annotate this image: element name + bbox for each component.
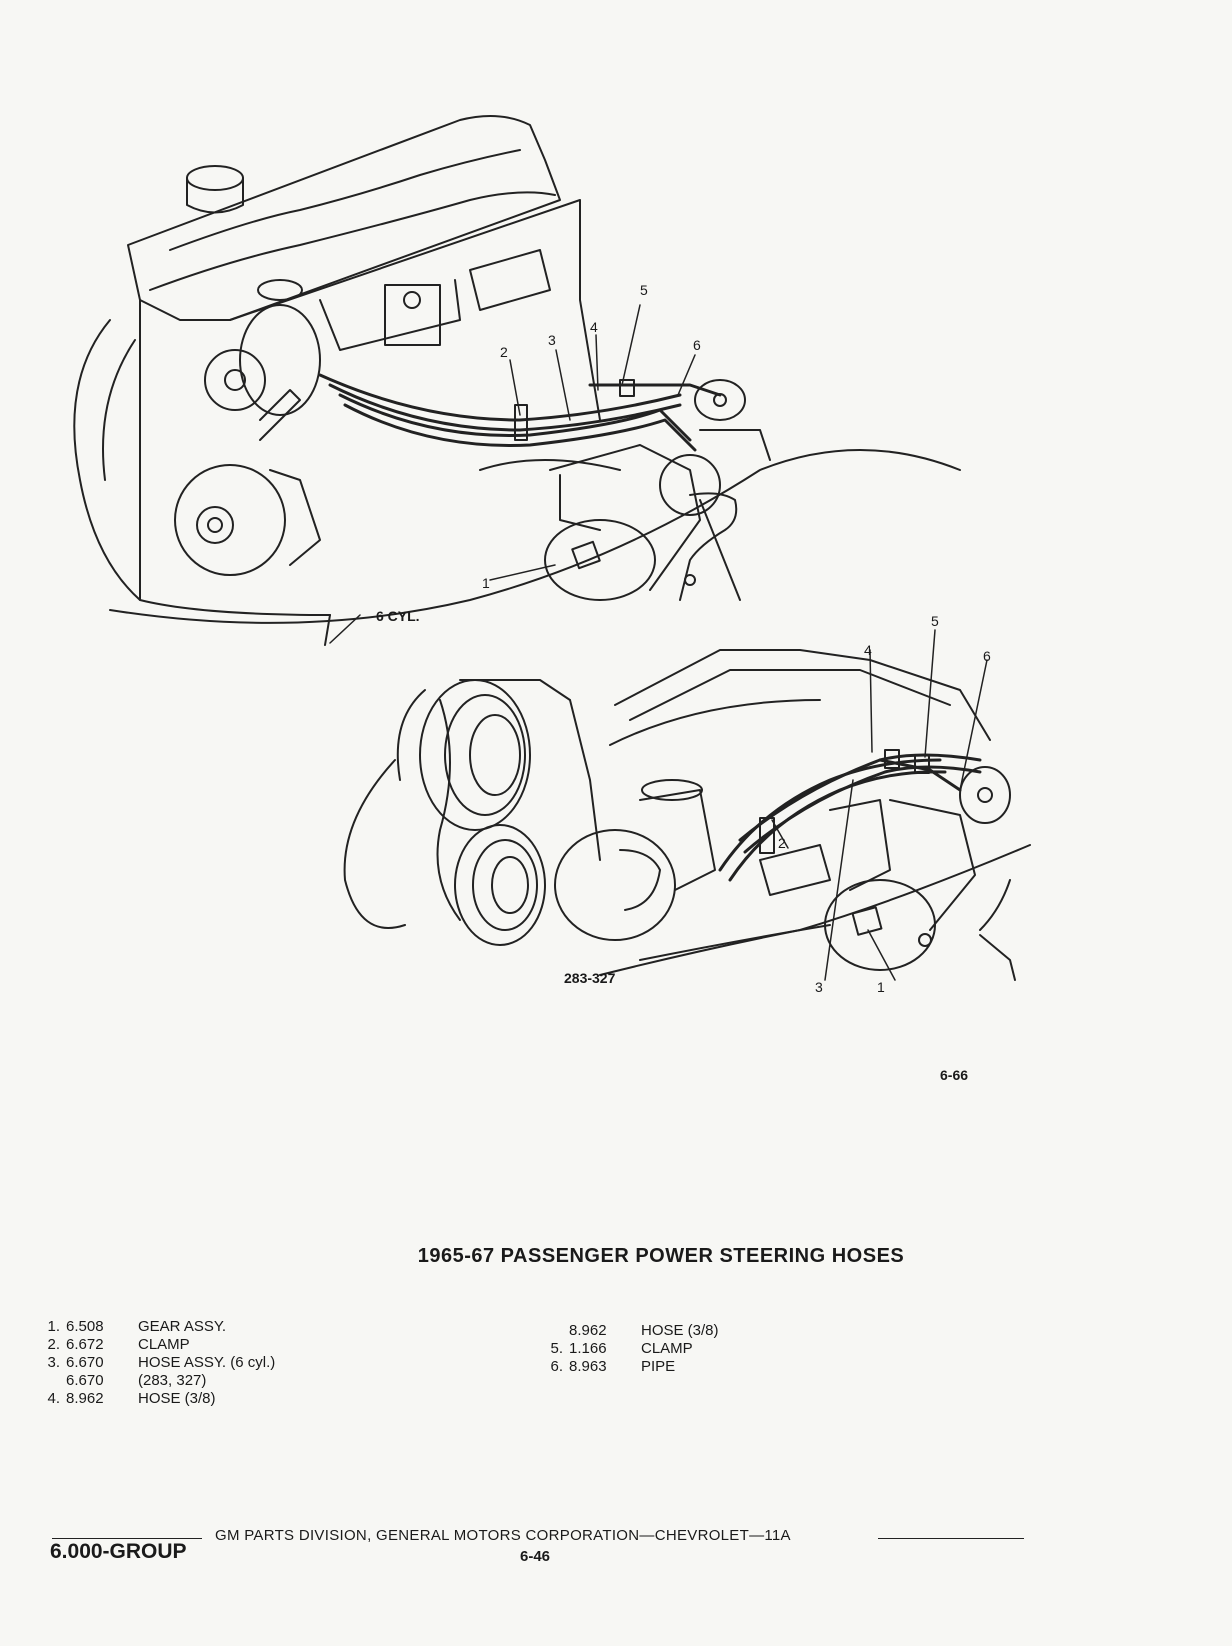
figure-number: 6-66 <box>940 1067 968 1083</box>
page-title: 1965-67 PASSENGER POWER STEERING HOSES <box>417 1245 905 1267</box>
top-callout-1: 1 <box>482 575 490 591</box>
page-number: 6-46 <box>520 1548 551 1565</box>
footer-publisher: GM PARTS DIVISION, GENERAL MOTORS CORPOR… <box>215 1527 791 1544</box>
top-callout-2: 2 <box>500 344 508 360</box>
parts-list-left: 1. 6.508 GEAR ASSY. 2. 6.672 CLAMP 3. 6.… <box>32 1318 275 1408</box>
list-item: 8.962 HOSE (3/8) <box>569 1322 719 1339</box>
top-figure-caption: 6 CYL. <box>376 608 420 624</box>
top-callout-4: 4 <box>590 319 598 335</box>
list-item: 1. 6.508 GEAR ASSY. <box>47 1318 227 1335</box>
bottom-callouts: 1 2 3 4 5 6 283-327 6-66 <box>564 613 991 1083</box>
bottom-callout-5: 5 <box>931 613 939 629</box>
list-item: 5. 1.166 CLAMP <box>550 1340 693 1357</box>
list-item: 6. 8.963 PIPE <box>550 1358 676 1375</box>
group-label: 6.000-GROUP <box>50 1540 187 1563</box>
bottom-callout-4: 4 <box>864 642 872 658</box>
engine-illustration: 1 2 3 4 5 6 6 CYL. <box>73 115 1031 1083</box>
top-callout-leaders <box>329 304 696 644</box>
top-callout-6: 6 <box>693 337 701 353</box>
bottom-figure-caption: 283-327 <box>564 970 616 986</box>
bottom-callout-1: 1 <box>877 979 885 995</box>
footer-rule-right <box>878 1538 1024 1539</box>
bottom-callout-leaders <box>771 629 988 981</box>
top-callout-3: 3 <box>548 332 556 348</box>
list-item: 3. 6.670 HOSE ASSY. (6 cyl.) <box>47 1354 276 1371</box>
bottom-callout-3: 3 <box>815 979 823 995</box>
six-cylinder-engine-drawing <box>73 115 961 646</box>
bottom-callout-6: 6 <box>983 648 991 664</box>
footer-rule-left <box>52 1538 202 1539</box>
list-item: 6.670 (283, 327) <box>66 1372 207 1389</box>
top-callouts: 1 2 3 4 5 6 6 CYL. <box>376 282 701 624</box>
list-item: 2. 6.672 CLAMP <box>47 1336 190 1353</box>
bottom-callout-2: 2 <box>778 835 786 851</box>
parts-list-right: 8.962 HOSE (3/8) 5. 1.166 CLAMP 6. 8.963… <box>535 1322 719 1376</box>
top-callout-5: 5 <box>640 282 648 298</box>
list-item: 4. 8.962 HOSE (3/8) <box>47 1390 216 1407</box>
v8-engine-drawing <box>343 649 1031 981</box>
